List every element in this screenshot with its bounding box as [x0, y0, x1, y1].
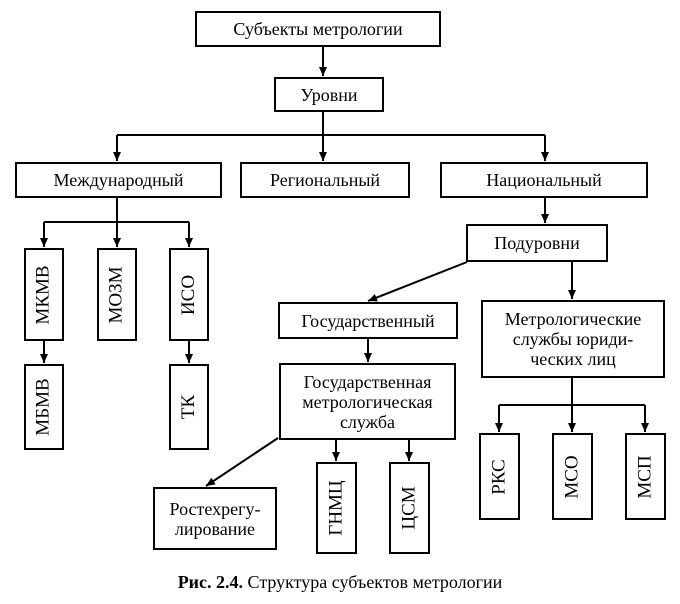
- figure-caption-label: Рис. 2.4.: [177, 572, 244, 592]
- node-legal-services: Метрологические службы юриди- ческих лиц: [481, 300, 665, 378]
- node-mso: МСО: [552, 433, 593, 520]
- node-mso-label: МСО: [561, 454, 583, 499]
- node-mbmv-label: МБМВ: [33, 378, 54, 436]
- node-levels: Уровни: [274, 77, 384, 112]
- node-international: Международный: [15, 162, 222, 198]
- node-rostekh: Ростехрегу- лирование: [153, 487, 277, 550]
- node-state-service: Государственная метрологическая служба: [279, 363, 456, 440]
- node-gnmc: ГНМЦ: [316, 462, 357, 554]
- node-mkmv: МКМВ: [24, 248, 64, 341]
- node-regional: Региональный: [240, 162, 410, 198]
- node-mozm: МОЗМ: [97, 248, 137, 341]
- arrow-sublevels-state: [367, 261, 468, 302]
- figure-caption-text: Структура субъектов метрологии: [247, 572, 503, 592]
- node-gnmc-label: ГНМЦ: [325, 480, 347, 536]
- node-csm-label: ЦСМ: [398, 486, 420, 530]
- node-rks-label: РКС: [488, 458, 510, 495]
- node-msp: МСП: [625, 433, 666, 520]
- node-msp-label: МСП: [634, 454, 656, 499]
- node-tk: ТК: [169, 364, 209, 450]
- node-mbmv: МБМВ: [24, 364, 64, 450]
- node-mkmv-label: МКМВ: [33, 264, 55, 325]
- node-iso: ИСО: [169, 248, 209, 341]
- node-root: Субъекты метрологии: [195, 11, 441, 47]
- figure-caption: Рис. 2.4. Структура субъектов метрологии: [0, 572, 680, 593]
- node-sublevels: Подуровни: [466, 224, 608, 262]
- node-csm: ЦСМ: [389, 462, 430, 554]
- node-national: Национальный: [440, 162, 648, 198]
- node-tk-label: ТК: [178, 394, 199, 420]
- arrow-service-rostekh: [205, 437, 279, 487]
- node-state: Государственный: [278, 302, 458, 339]
- node-rks: РКС: [479, 433, 520, 520]
- node-iso-label: ИСО: [178, 274, 199, 315]
- node-mozm-label: МОЗМ: [106, 265, 127, 324]
